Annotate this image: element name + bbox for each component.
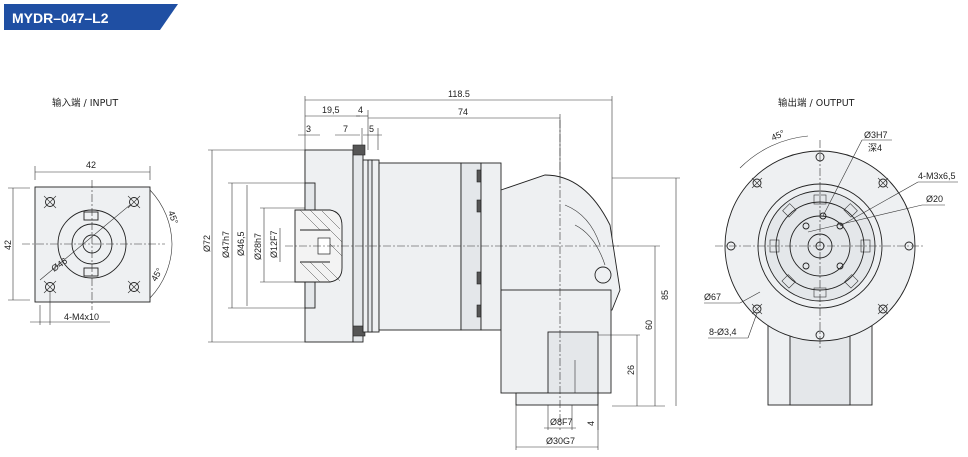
- input-hole: [45, 197, 55, 207]
- input-view: 输入端 / INPUT 42 42 45° 45°: [3, 97, 180, 325]
- output-dim-depth: 深4: [868, 143, 882, 153]
- output-dim-d20: Ø20: [926, 194, 943, 204]
- output-dim-m3: 4-M3x6,5: [918, 171, 956, 181]
- output-caption: 输出端 / OUTPUT: [778, 97, 855, 109]
- side-dim-3: 3: [306, 124, 311, 134]
- model-title: MYDR–047–L2: [12, 10, 109, 26]
- side-view: 118.5 19,5 4 74 3 7 5 Ø72 Ø47h7 Ø46,5 Ø2…: [202, 89, 680, 450]
- input-hole: [45, 282, 55, 292]
- output-dim-holes: 8-Ø3,4: [709, 327, 737, 337]
- input-dim-width: 42: [86, 160, 96, 170]
- input-dim-height: 42: [3, 240, 13, 250]
- side-dim-5: 5: [369, 124, 374, 134]
- side-dim-26: 26: [626, 365, 636, 375]
- side-dim-7: 7: [343, 124, 348, 134]
- side-dim-total: 118.5: [448, 89, 470, 99]
- side-dim-74: 74: [458, 107, 468, 117]
- side-angle-housing: [500, 174, 621, 321]
- title-badge: MYDR–047–L2: [4, 4, 178, 30]
- side-dim-d12: Ø12F7: [269, 230, 279, 258]
- input-caption: 输入端 / INPUT: [52, 97, 118, 109]
- side-dim-d30: Ø30G7: [546, 436, 575, 446]
- side-dim-85: 85: [660, 290, 670, 300]
- side-gear-housing: [378, 162, 462, 331]
- side-dim-19-5: 19,5: [322, 105, 340, 115]
- side-dim-d72: Ø72: [202, 235, 212, 252]
- input-dim-angle-top: 45°: [166, 209, 180, 226]
- input-dim-holes: 4-M4x10: [64, 312, 99, 322]
- side-dim-d8: Ø8F7: [550, 417, 573, 427]
- output-dim-d3: Ø3H7: [864, 130, 888, 140]
- side-dim-d46: Ø46,5: [236, 231, 246, 256]
- input-hole: [129, 197, 139, 207]
- input-dim-angle-bottom: 45°: [149, 266, 165, 283]
- side-dim-4b: 4: [586, 421, 596, 426]
- side-dim-60: 60: [644, 320, 654, 330]
- side-output-shaft-flange: [515, 392, 599, 406]
- title-badge-shape: [4, 4, 178, 30]
- input-hole: [129, 282, 139, 292]
- output-view: 输出端 / OUTPUT: [704, 97, 958, 406]
- side-dim-d47: Ø47h7: [221, 231, 231, 258]
- output-dim-d67: Ø67: [704, 292, 721, 302]
- side-dim-d28: Ø28h7: [253, 233, 263, 260]
- side-dim-4: 4: [358, 105, 363, 115]
